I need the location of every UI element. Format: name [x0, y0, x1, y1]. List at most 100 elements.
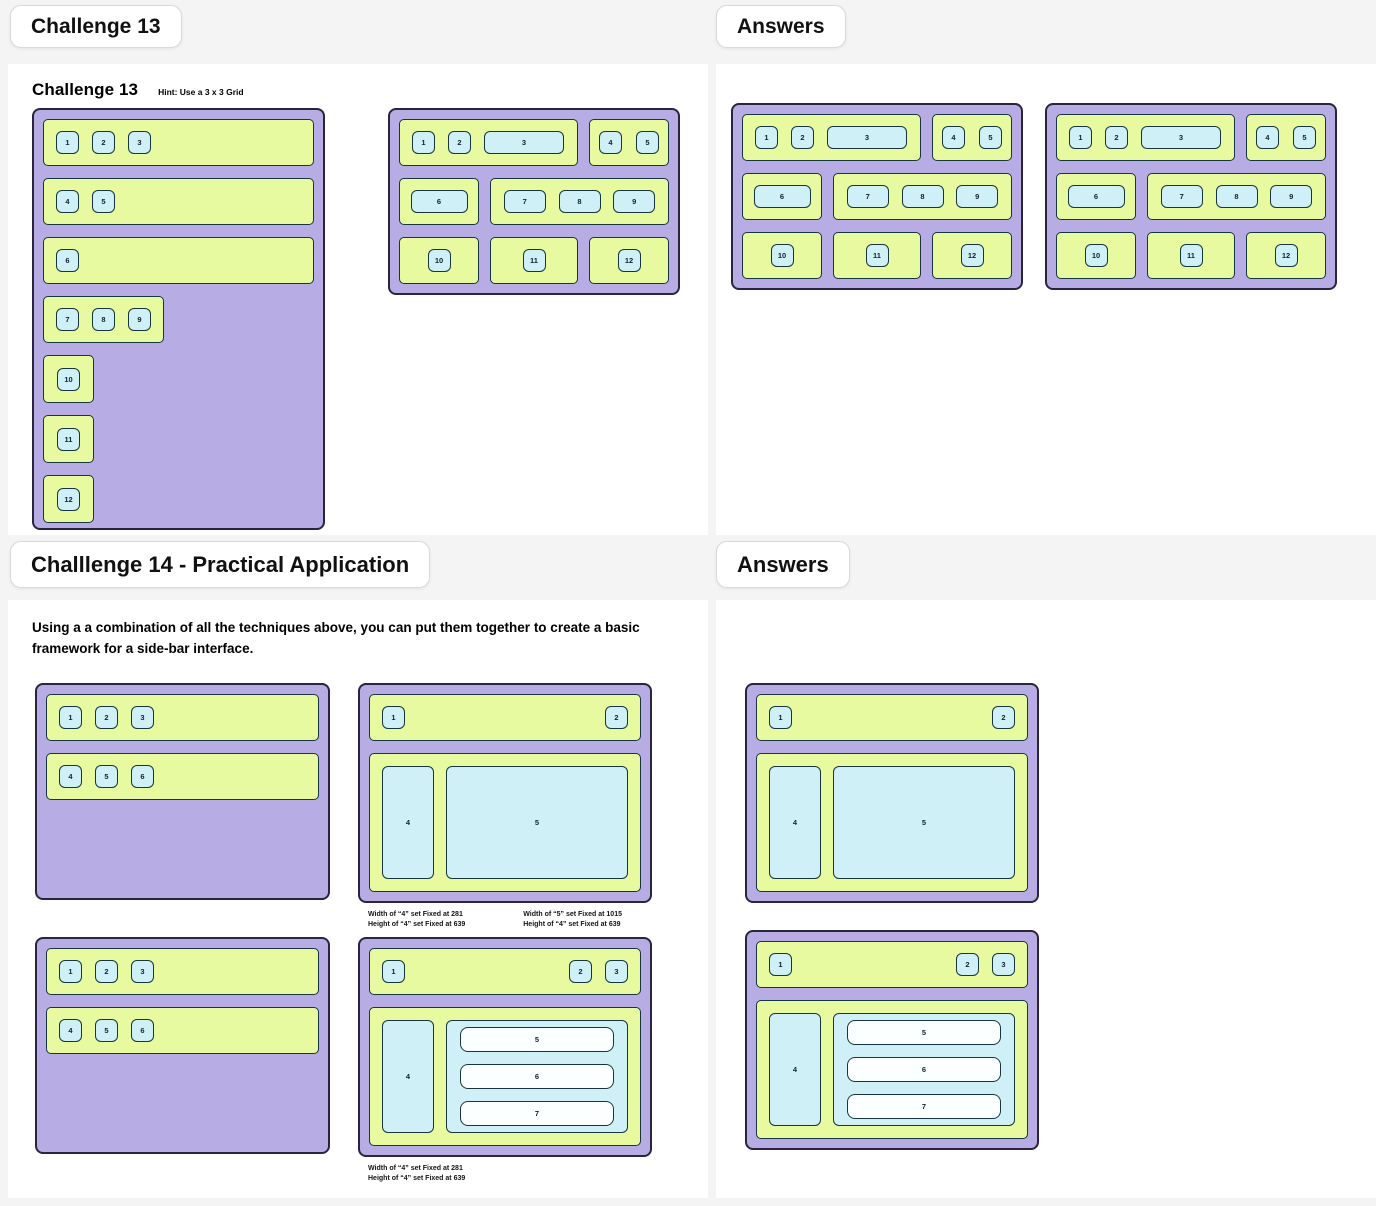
numbered-box[interactable]: 4 — [942, 126, 965, 149]
numbered-box[interactable]: 4 — [1256, 126, 1279, 149]
grid-cell[interactable]: 11 — [833, 232, 921, 279]
numbered-box[interactable]: 9 — [128, 308, 151, 331]
grid-cell[interactable]: 10 — [742, 232, 822, 279]
header-bar[interactable]: 1 2 3 — [756, 941, 1028, 988]
list-panel[interactable]: 5 6 7 — [833, 1013, 1015, 1126]
challenge14-target-frame-2[interactable]: 1 2 3 4 5 6 7 — [358, 936, 652, 1157]
answers-bottom-tab[interactable]: Answers — [716, 541, 850, 588]
numbered-box[interactable]: 12 — [57, 487, 80, 511]
challenge-13-tab[interactable]: Challenge 13 — [10, 5, 182, 48]
numbered-box[interactable]: 1 — [769, 953, 792, 976]
challenge14-target-frame-1[interactable]: 1 2 4 5 — [358, 682, 652, 903]
numbered-box[interactable]: 6 — [1067, 185, 1125, 208]
numbered-box[interactable]: 3 — [131, 959, 154, 983]
numbered-box[interactable]: 12 — [1274, 244, 1298, 267]
numbered-box[interactable]: 5 — [95, 764, 118, 788]
sidebar-pane[interactable]: 4 — [382, 1019, 434, 1133]
challenge13-answer-grid-1[interactable]: 1 2 3 4 5 6 7 8 9 10 — [731, 103, 1023, 290]
numbered-box[interactable]: 1 — [382, 959, 405, 983]
main-area[interactable]: 4 5 6 7 — [756, 1000, 1028, 1139]
numbered-box[interactable]: 4 — [599, 131, 622, 154]
numbered-box[interactable]: 11 — [57, 427, 80, 451]
challenge-14-tab[interactable]: Challlenge 14 - Practical Application — [10, 541, 431, 588]
header-bar[interactable]: 1 2 — [756, 694, 1028, 741]
grid-cell[interactable]: 6 — [742, 173, 822, 220]
numbered-box[interactable]: 4 — [59, 764, 82, 788]
green-row[interactable]: 7 8 9 — [43, 296, 164, 343]
challenge14-answer-frame-2[interactable]: 1 2 3 4 5 6 7 — [745, 930, 1039, 1150]
grid-cell[interactable]: 12 — [1246, 232, 1326, 279]
grid-cell[interactable]: 11 — [490, 237, 578, 284]
grid-cell[interactable]: 6 — [1056, 173, 1136, 220]
green-row[interactable]: 1 2 3 — [43, 119, 314, 166]
numbered-box[interactable]: 7 — [846, 185, 889, 208]
grid-cell[interactable]: 1 2 3 — [742, 114, 921, 161]
numbered-box[interactable]: 2 — [95, 705, 118, 729]
sidebar-pane[interactable]: 4 — [769, 1013, 821, 1126]
numbered-box[interactable]: 3 — [992, 953, 1015, 976]
content-pane[interactable]: 5 — [446, 765, 628, 879]
numbered-box[interactable]: 2 — [992, 706, 1015, 729]
numbered-box[interactable]: 3 — [827, 126, 907, 149]
challenge13-start-frame[interactable]: 1 2 3 4 5 6 7 8 9 10 — [32, 108, 325, 530]
grid-cell[interactable]: 1 2 3 — [399, 119, 578, 166]
challenge13-target-grid[interactable]: 1 2 3 4 5 6 7 8 9 10 — [388, 108, 680, 295]
numbered-box[interactable]: 12 — [960, 244, 984, 267]
grid-cell[interactable]: 4 5 — [1246, 114, 1326, 161]
green-square[interactable]: 12 — [43, 475, 94, 523]
grid-cell[interactable]: 7 8 9 — [1147, 173, 1326, 220]
numbered-box[interactable]: 6 — [131, 1018, 154, 1042]
numbered-box[interactable]: 5 — [95, 1018, 118, 1042]
content-pane[interactable]: 5 — [833, 766, 1015, 879]
list-bar[interactable]: 5 — [460, 1026, 614, 1052]
numbered-box[interactable]: 6 — [753, 185, 811, 208]
grid-cell[interactable]: 6 — [399, 178, 479, 225]
numbered-box[interactable]: 4 — [56, 190, 79, 213]
list-bar[interactable]: 5 — [847, 1020, 1001, 1045]
list-bar[interactable]: 7 — [460, 1100, 614, 1126]
grid-cell[interactable]: 12 — [932, 232, 1012, 279]
numbered-box[interactable]: 3 — [131, 705, 154, 729]
numbered-box[interactable]: 3 — [605, 959, 628, 983]
green-row[interactable]: 1 2 3 — [46, 947, 319, 995]
numbered-box[interactable]: 2 — [605, 705, 628, 729]
challenge13-answer-grid-2[interactable]: 1 2 3 4 5 6 7 8 9 10 — [1045, 103, 1337, 290]
challenge14-start-frame-2[interactable]: 1 2 3 4 5 6 — [35, 936, 330, 1154]
grid-cell[interactable]: 7 8 9 — [490, 178, 669, 225]
grid-cell[interactable]: 11 — [1147, 232, 1235, 279]
numbered-box[interactable]: 12 — [617, 249, 641, 272]
header-bar[interactable]: 1 2 — [369, 693, 641, 741]
numbered-box[interactable]: 1 — [412, 131, 435, 154]
numbered-box[interactable]: 9 — [613, 190, 656, 213]
green-row[interactable]: 1 2 3 — [46, 693, 319, 741]
numbered-box[interactable]: 2 — [1105, 126, 1128, 149]
numbered-box[interactable]: 7 — [56, 308, 79, 331]
numbered-box[interactable]: 11 — [1179, 244, 1203, 267]
main-area[interactable]: 4 5 — [756, 753, 1028, 892]
answers-top-tab[interactable]: Answers — [716, 5, 846, 48]
list-bar[interactable]: 6 — [847, 1057, 1001, 1082]
numbered-box[interactable]: 1 — [59, 705, 82, 729]
main-area[interactable]: 4 5 6 7 — [369, 1006, 641, 1146]
header-bar[interactable]: 1 2 3 — [369, 947, 641, 995]
challenge14-start-frame-1[interactable]: 1 2 3 4 5 6 — [35, 682, 330, 900]
numbered-box[interactable]: 2 — [448, 131, 471, 154]
green-square[interactable]: 11 — [43, 415, 94, 463]
numbered-box[interactable]: 1 — [755, 126, 778, 149]
numbered-box[interactable]: 2 — [956, 953, 979, 976]
grid-cell[interactable]: 12 — [589, 237, 669, 284]
sidebar-pane[interactable]: 4 — [769, 766, 821, 879]
numbered-box[interactable]: 4 — [59, 1018, 82, 1042]
green-row[interactable]: 6 — [43, 237, 314, 284]
numbered-box[interactable]: 8 — [901, 185, 944, 208]
numbered-box[interactable]: 1 — [59, 959, 82, 983]
green-row[interactable]: 4 5 6 — [46, 1006, 319, 1054]
grid-cell[interactable]: 7 8 9 — [833, 173, 1012, 220]
numbered-box[interactable]: 3 — [484, 131, 564, 154]
numbered-box[interactable]: 5 — [636, 131, 659, 154]
grid-cell[interactable]: 4 5 — [589, 119, 669, 166]
numbered-box[interactable]: 1 — [56, 131, 79, 154]
numbered-box[interactable]: 8 — [92, 308, 115, 331]
numbered-box[interactable]: 5 — [92, 190, 115, 213]
numbered-box[interactable]: 6 — [410, 190, 468, 213]
